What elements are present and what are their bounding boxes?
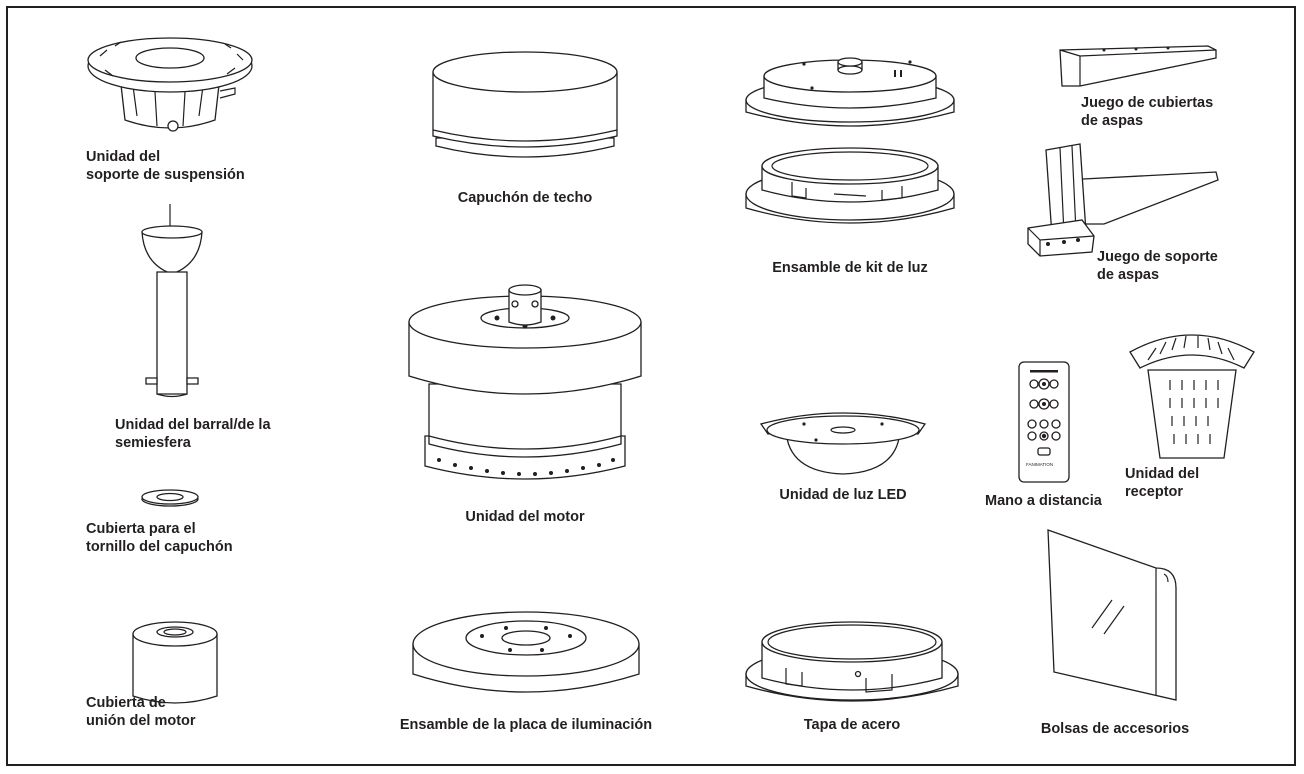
remote-label: Mano a distancia [985, 493, 1102, 509]
receiver-label: Unidad del receptor [1125, 466, 1200, 500]
blade-brackets-set-label: Juego de soporte de aspas [1097, 249, 1218, 283]
light-plate-assembly-label: Ensamble de la placa de iluminación [399, 717, 653, 733]
motor-assembly-drawing [405, 276, 645, 488]
light-kit-assembly-drawing [742, 40, 958, 244]
steel-cap-drawing [742, 612, 962, 712]
motor-coupling-cover-label: Cubierta de unión del motor [86, 695, 196, 729]
motor-coupling-cover-drawing [130, 618, 220, 710]
canopy-screw-cover-label: Cubierta para el tornillo del capuchón [86, 521, 233, 555]
accessory-bags-drawing [1044, 524, 1184, 704]
light-kit-assembly-label: Ensamble de kit de luz [772, 260, 928, 276]
light-plate-assembly-drawing [410, 598, 642, 708]
steel-cap-label: Tapa de acero [803, 717, 901, 733]
blade-covers-set-drawing [1056, 42, 1218, 92]
motor-assembly-label: Unidad del motor [465, 509, 585, 525]
blade-covers-set-label: Juego de cubiertas de aspas [1081, 95, 1214, 129]
remote-brand-text: FANIMATION [1026, 462, 1054, 467]
remote-drawing: FANIMATION [1016, 360, 1072, 484]
led-light-unit-label: Unidad de luz LED [779, 487, 907, 503]
hanger-bracket-drawing [85, 36, 255, 144]
canopy-screw-cover-drawing [140, 488, 200, 508]
led-light-unit-drawing [758, 404, 928, 480]
hanger-bracket-label: Unidad del soporte de suspensión [86, 149, 245, 183]
canopy-drawing [430, 50, 620, 168]
receiver-drawing [1126, 322, 1258, 462]
downrod-ball-drawing [132, 202, 212, 402]
canopy-label: Capuchón de techo [457, 190, 593, 206]
parts-diagram-frame [6, 6, 1296, 766]
downrod-ball-label: Unidad del barral/de la semiesfera [115, 417, 271, 451]
accessory-bags-label: Bolsas de accesorios [1040, 721, 1190, 737]
blade-brackets-set-drawing [1024, 140, 1224, 258]
